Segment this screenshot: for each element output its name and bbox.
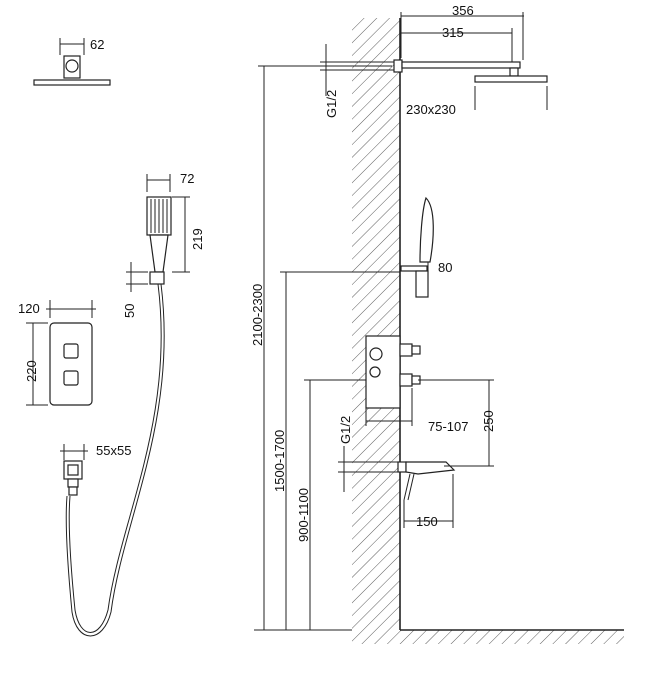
dim-head-size: 230x230 bbox=[406, 102, 456, 117]
wall-outlet-elbow bbox=[60, 444, 88, 496]
wall-section bbox=[352, 18, 624, 644]
hand-shower bbox=[65, 174, 190, 637]
hand-shower-holder-side bbox=[400, 196, 434, 298]
mixer-valve-side bbox=[365, 335, 421, 426]
control-plate-front-view bbox=[26, 300, 96, 406]
dim-spout-height-range: 900-1100 bbox=[296, 488, 311, 542]
dim-inlet-thread-top: G1/2 bbox=[324, 90, 339, 118]
dim-handheld-height: 219 bbox=[190, 228, 205, 250]
dim-outlet-size: 55x55 bbox=[96, 443, 131, 458]
dim-valve-depth: 75-107 bbox=[428, 419, 468, 434]
dim-handheld-width: 72 bbox=[180, 171, 194, 186]
inlet-thread-bottom bbox=[338, 446, 398, 492]
dim-head-width-top: 356 bbox=[452, 3, 474, 18]
dim-spout-projection: 150 bbox=[416, 514, 438, 529]
dim-head-top-small: 62 bbox=[90, 37, 104, 52]
dim-valve-to-spout: 250 bbox=[481, 410, 496, 432]
height-dimension-lines bbox=[254, 65, 400, 631]
dim-arm-height-range: 2100-2300 bbox=[250, 284, 265, 346]
dim-holder-projection: 80 bbox=[438, 260, 452, 275]
dim-hose-outlet-height: 50 bbox=[122, 304, 137, 318]
inlet-thread-top bbox=[320, 44, 394, 96]
dim-valve-to-spout-lines bbox=[418, 379, 494, 467]
dim-arm-length: 315 bbox=[442, 25, 464, 40]
dim-inlet-thread-bottom: G1/2 bbox=[338, 416, 353, 444]
dim-holder-height-range: 1500-1700 bbox=[272, 430, 287, 492]
dim-plate-width: 120 bbox=[18, 301, 40, 316]
overhead-shower-top-view bbox=[33, 38, 111, 86]
overhead-shower-side-view bbox=[393, 12, 548, 110]
bath-spout bbox=[397, 461, 456, 528]
dim-plate-height: 220 bbox=[24, 360, 39, 382]
